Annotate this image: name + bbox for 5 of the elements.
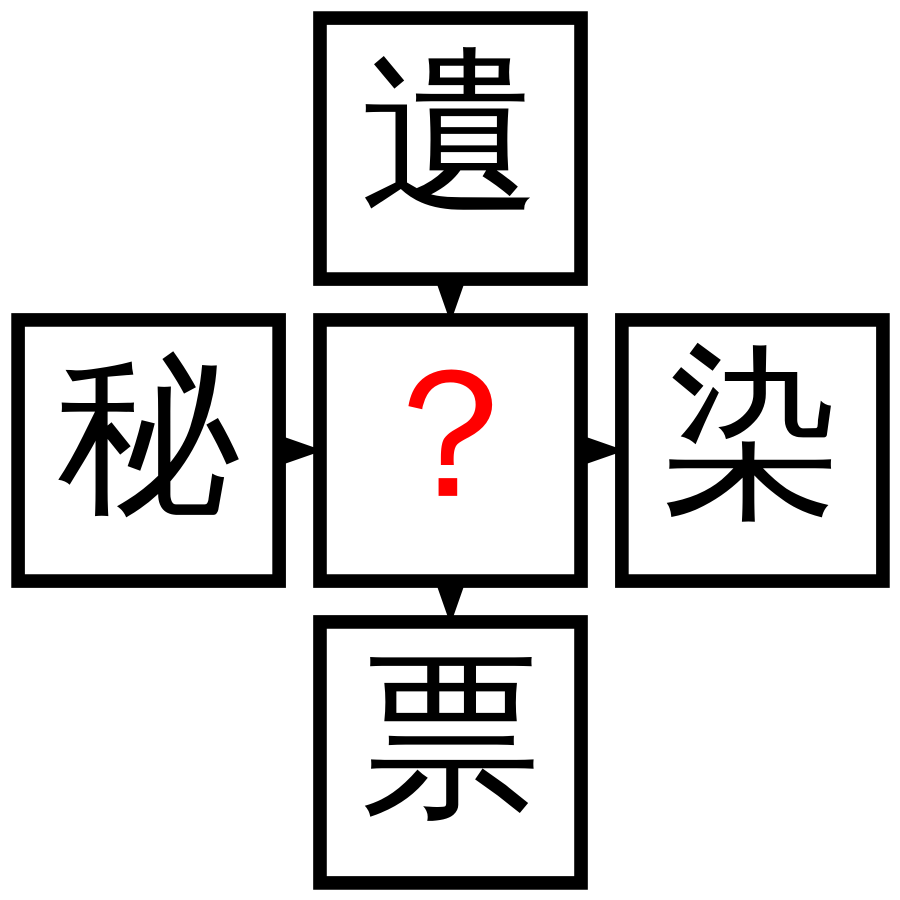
node-box: 染 — [614, 312, 890, 588]
node-box: ？ — [312, 312, 588, 588]
node-box: 秘 — [10, 312, 286, 588]
node-box: 票 — [312, 614, 588, 890]
node-box: 遺 — [312, 10, 588, 286]
